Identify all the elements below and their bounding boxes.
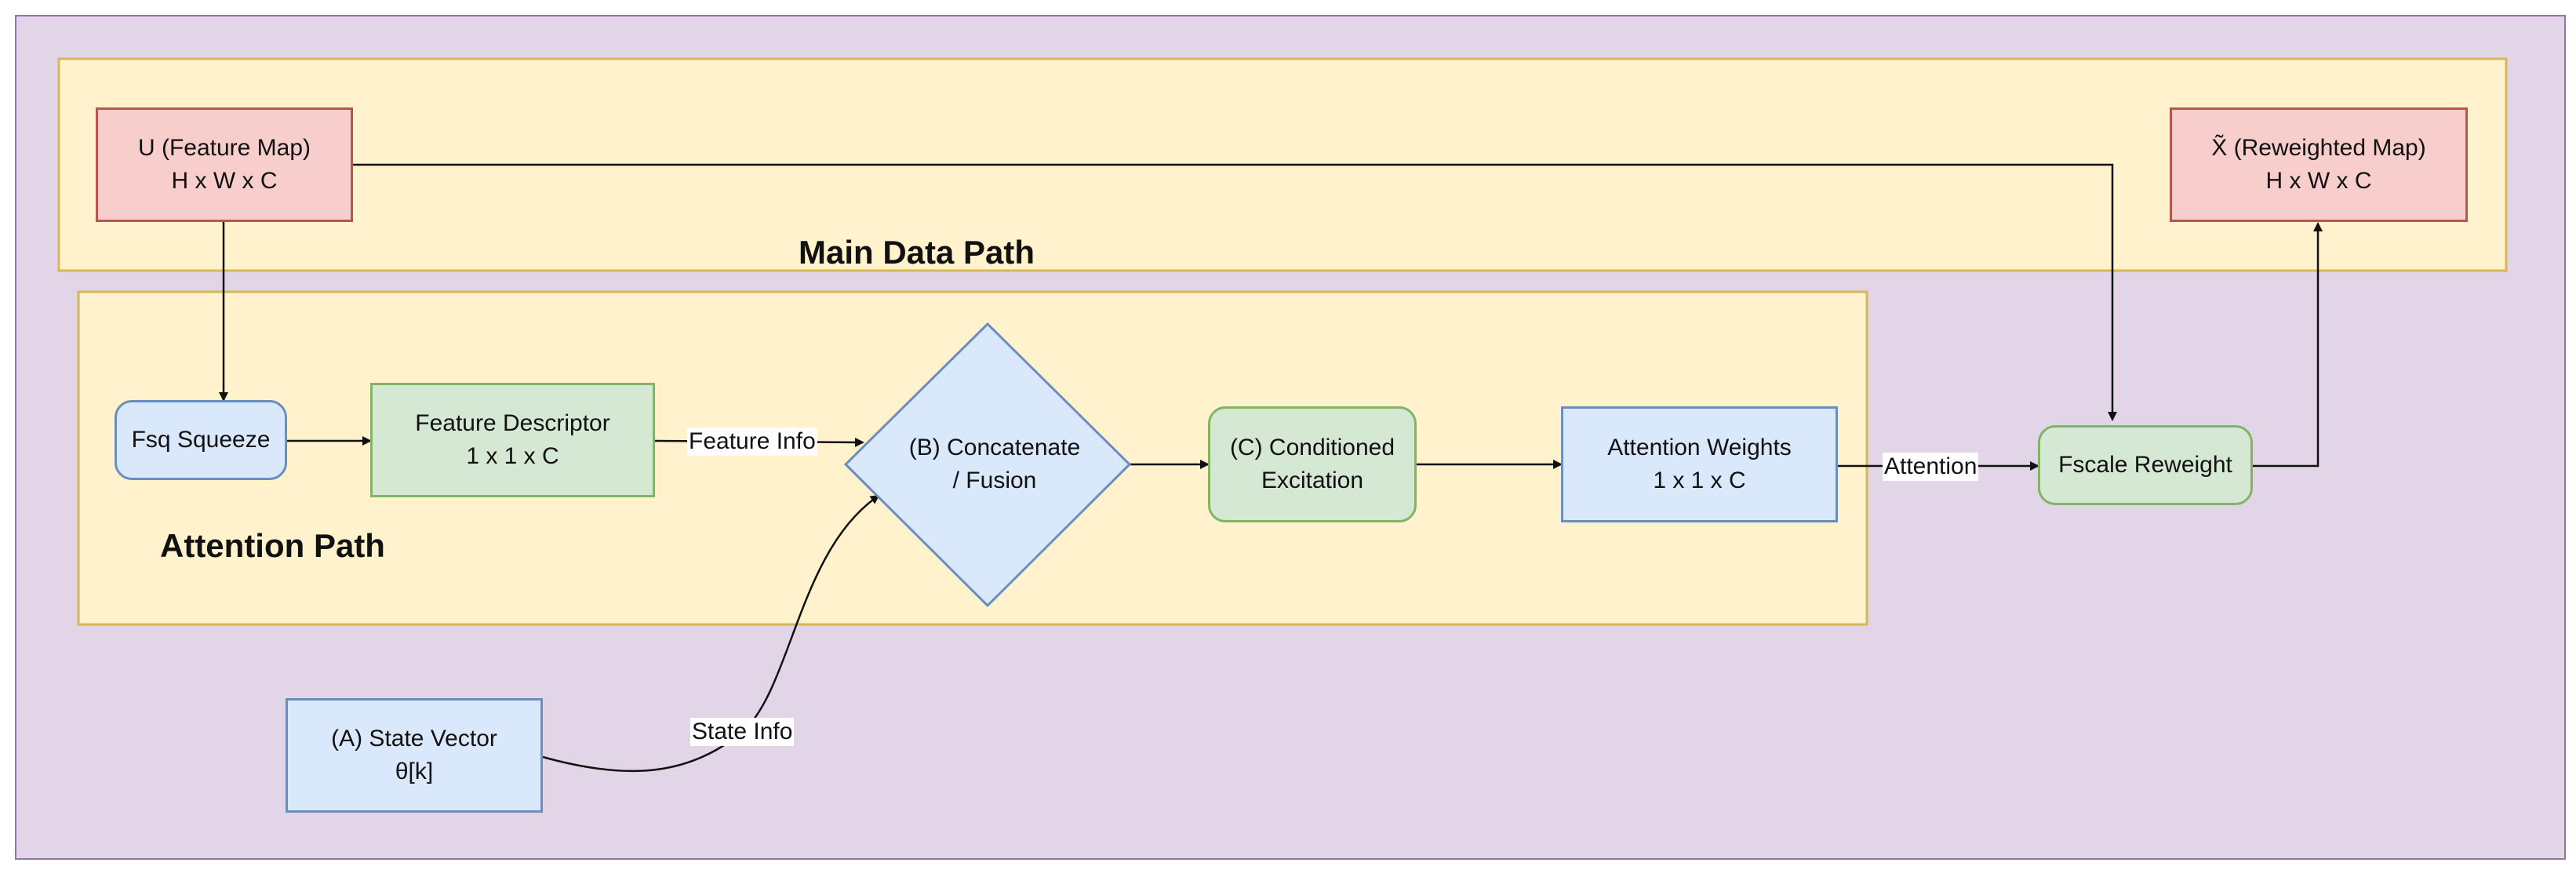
concatenate-fusion-label: (B) Concatenate / Fusion [877,431,1112,497]
state-vector-symbol: θ[k] [395,759,434,784]
attention-weights-title: Attention Weights [1607,435,1792,460]
edge-u-to-fscale [353,163,2117,421]
conditioned-excitation-line1: (C) Conditioned [1229,435,1395,460]
attention-weights-dims: 1 x 1 x C [1653,468,1746,493]
fsq-squeeze-node: Fsq Squeeze [115,400,287,480]
edge-fscale-to-x [2253,222,2323,468]
attention-weights-node: Attention Weights 1 x 1 x C [1561,406,1838,522]
attention-path-label: Attention Path [160,527,385,564]
conditioned-excitation-line2: Excitation [1261,468,1364,493]
state-vector-node: (A) State Vector θ[k] [286,698,543,813]
concatenate-fusion-diamond [843,322,1132,608]
x-reweighted-map-node: X̃ (Reweighted Map) H x W x C [2170,107,2468,222]
feature-descriptor-node: Feature Descriptor 1 x 1 x C [370,383,655,497]
concatenate-fusion-line1: (B) Concatenate [908,435,1081,460]
fsq-squeeze-label: Fsq Squeeze [131,427,271,453]
feature-info-edge-label: Feature Info [687,428,817,456]
main-data-path-label: Main Data Path [799,234,1035,271]
u-feature-map-node: U (Feature Map) H x W x C [96,107,353,222]
feature-descriptor-title: Feature Descriptor [415,410,610,436]
x-reweighted-map-title: X̃ (Reweighted Map) [2211,135,2426,161]
conditioned-excitation-node: (C) Conditioned Excitation [1208,406,1417,522]
fscale-reweight-node: Fscale Reweight [2038,425,2253,505]
state-info-edge-label: State Info [690,718,795,746]
concatenate-fusion-line2: / Fusion [952,468,1037,493]
u-feature-map-title: U (Feature Map) [137,135,311,161]
fscale-reweight-label: Fscale Reweight [2058,452,2232,478]
u-feature-map-dims: H x W x C [171,168,278,194]
attention-edge-label: Attention [1883,453,1979,481]
x-reweighted-map-dims: H x W x C [2265,168,2372,194]
state-vector-title: (A) State Vector [331,726,497,751]
feature-descriptor-dims: 1 x 1 x C [466,443,559,469]
